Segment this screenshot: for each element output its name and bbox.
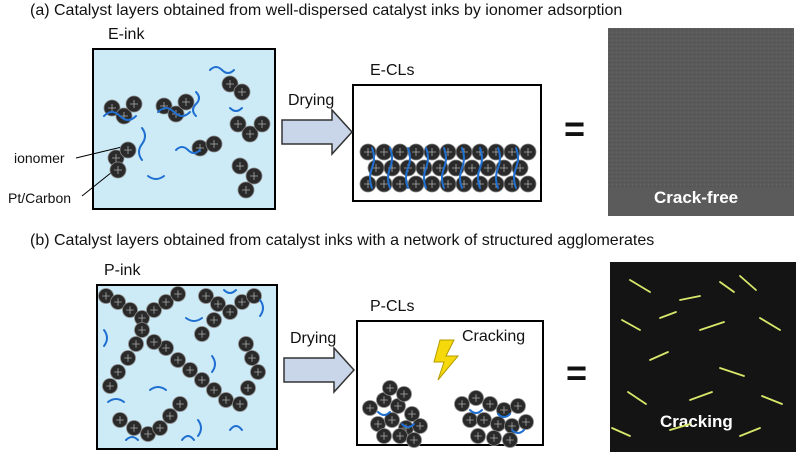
ionomer-callout: ionomer [14,150,65,166]
p-cls-label: P-CLs [370,298,415,315]
panel-b-title: (b) Catalyst layers obtained from cataly… [30,232,655,249]
cracking-caption: Cracking [660,412,733,431]
equals-sign-b: = [566,352,588,393]
cracking-micrograph: Cracking [610,262,796,452]
p-ink-box [96,284,278,450]
crack-free-caption: Crack-free [654,188,739,207]
p-ink-label: P-ink [104,262,141,279]
drying-arrow-b [283,346,356,394]
drying-label-a: Drying [288,92,335,109]
e-cls-box [352,84,542,202]
pt-carbon-callout: Pt/Carbon [8,190,72,206]
e-cls-label: E-CLs [370,62,415,79]
e-ink-label: E-ink [108,26,145,43]
cracking-label: Cracking [462,328,526,345]
panel-a-title: (a) Catalyst layers obtained from well-d… [30,2,623,19]
e-ink-box [92,48,276,210]
drying-label-b: Drying [290,330,337,347]
equals-sign-a: = [564,108,586,149]
crack-free-micrograph: Crack-free [608,28,794,216]
drying-arrow-a [281,108,354,156]
